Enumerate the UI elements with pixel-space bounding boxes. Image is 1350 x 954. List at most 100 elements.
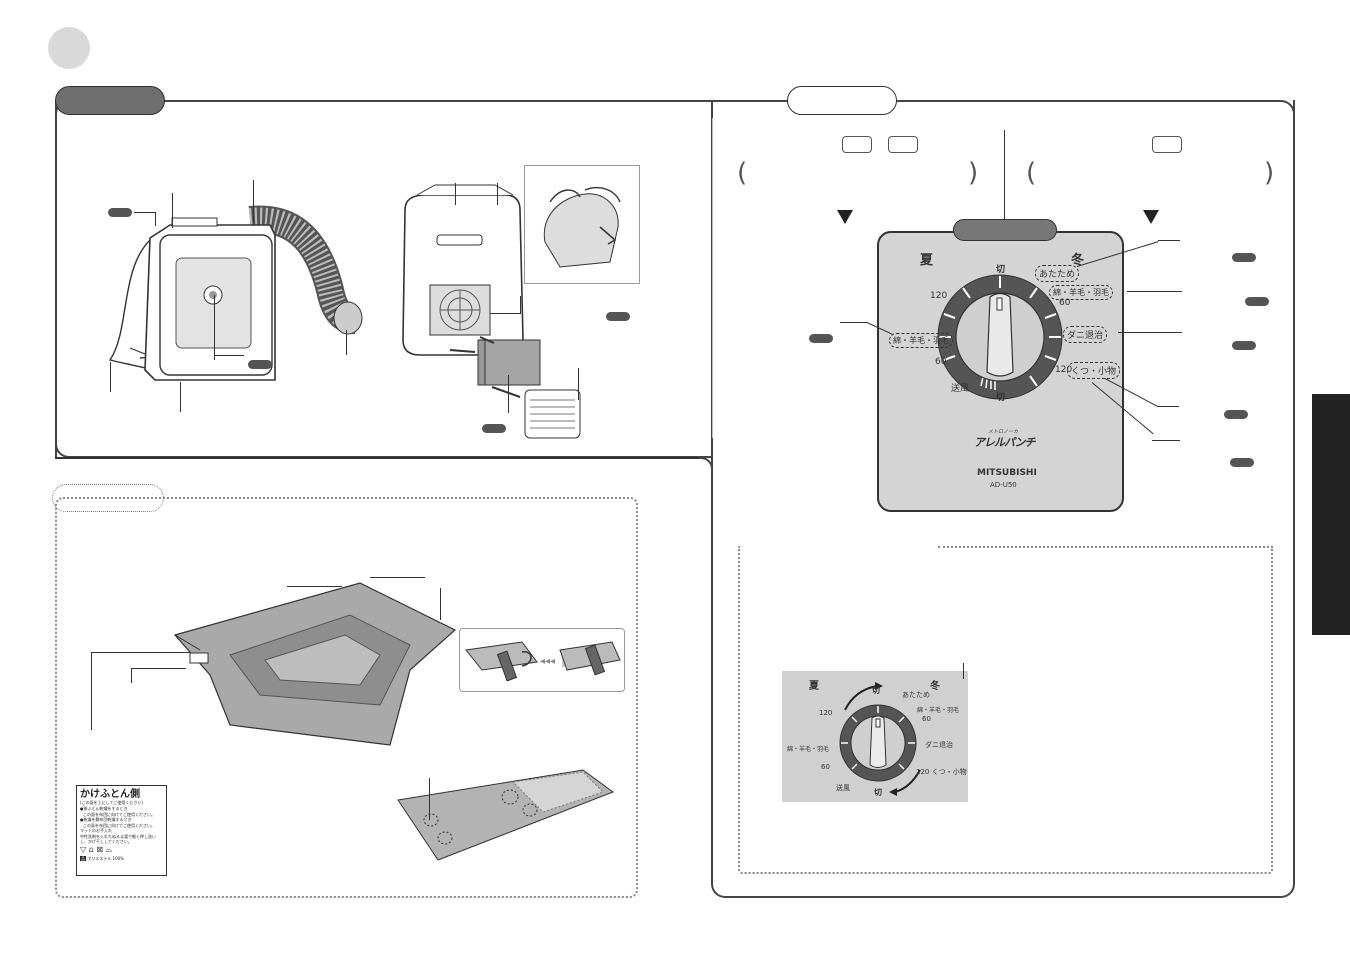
left-bracket-open: ( [737, 158, 748, 188]
timer-dial[interactable] [935, 272, 1065, 402]
care-label-badge: 品 [80, 856, 86, 861]
section-number-circle [48, 27, 90, 69]
leader-small-dial [963, 663, 964, 679]
care-label-title: かけふとん側 [80, 789, 140, 800]
care-label-line1: ●掛ふとん乾燥をするとき [80, 806, 128, 811]
svg-text:◂◂◂: ◂◂◂ [540, 656, 555, 667]
small-winter: 冬 [930, 681, 940, 692]
panel-off-top: 切 [996, 265, 1006, 275]
small-off-top: 切 [872, 686, 880, 695]
mode-fabric-right: 綿・羊毛・羽毛 [1049, 285, 1113, 300]
filter-illustration [479, 336, 581, 439]
leader-shoes-2h [1152, 440, 1180, 441]
leader-shoes-1h [1157, 406, 1179, 407]
care-label: かけふとん側 (この面を上にしてご使用ください) ●掛ふとん乾燥をするとき この… [76, 785, 167, 876]
ref-tag-mite [1232, 341, 1256, 350]
side-index-tab [1312, 394, 1350, 635]
leader-plug [180, 382, 181, 412]
panel-section-frame [711, 100, 1295, 898]
panel-120-right: 120 [1055, 365, 1073, 375]
mat-illustration [173, 582, 457, 746]
panel-brand: MITSUBISHI [977, 468, 1037, 478]
leader-back-filter-h [490, 313, 520, 314]
care-label-line3: ●乾燥を敷布団乾燥するとき [80, 817, 132, 822]
mid-corner [699, 457, 713, 471]
panel-off-bottom: 切 [996, 393, 1006, 403]
care-label-line7: し、かげ干ししてください。 [80, 839, 132, 844]
leader-back-filter [520, 296, 521, 314]
small-timer-dial[interactable] [838, 703, 918, 783]
mat-section-frame [55, 497, 638, 898]
leader-fabric-left [840, 322, 868, 323]
small-warm: あたため [902, 691, 930, 699]
small-off-bottom: 切 [874, 788, 882, 797]
leader-mat-e-v [131, 668, 132, 683]
small-shoes: 120 くつ・小物 [916, 768, 967, 776]
ref-tag-sheet [482, 424, 506, 433]
hook-illustration: ◂◂◂ [465, 641, 621, 682]
leader-back-top2 [497, 183, 498, 205]
right-bracket-open: ( [1026, 158, 1037, 188]
main-unit-illustration [108, 205, 363, 381]
care-label-line2: この面を布団に向けてご使用ください。 [83, 812, 155, 817]
leader-flat-mat [429, 778, 430, 820]
small-fan: 送風 [836, 784, 850, 792]
mode-shoes: くつ・小物 [1067, 362, 1121, 379]
panel-summer-label: 夏 [920, 253, 934, 268]
leader-side-h [134, 212, 156, 213]
down-arrow-left [837, 210, 853, 224]
leader-warm-h [1158, 240, 1180, 241]
right-bracket-close: ) [1264, 158, 1275, 188]
care-label-line4: この面を布団に向けてご使用ください。 [83, 823, 155, 828]
parts-header-pill [55, 86, 165, 115]
panel-60-right: 60 [1059, 298, 1071, 308]
panel-header-pill [787, 86, 897, 115]
ref-tag-fabric [1245, 297, 1269, 306]
ref-tag-filter [606, 312, 630, 321]
down-arrow-right [1143, 210, 1159, 224]
ref-tag-fabric-left [809, 334, 833, 343]
leader-mat-b [370, 577, 425, 578]
leader-top-handle [172, 193, 173, 228]
indicator-box-2 [888, 136, 918, 153]
mode-fabric-left: 綿・羊毛・羽毛 [889, 333, 953, 348]
leader-button-h [214, 355, 244, 356]
leader-cord [110, 362, 111, 392]
care-label-line6: 中性洗剤を入れたぬるま湯で軽く押し洗い [80, 834, 156, 839]
care-label-subtitle: (この面を上にしてご使用ください) [80, 800, 144, 805]
care-label-line5: マットのお手入れ [80, 828, 112, 833]
panel-60-left: 60 [935, 357, 947, 367]
indicator-box-1 [842, 136, 872, 153]
flat-mat-illustration [397, 769, 615, 861]
leader-mat-c [440, 588, 441, 620]
panel-center-leader [1004, 130, 1005, 222]
small-fabric-left: 綿・羊毛・羽毛 [787, 746, 830, 753]
leader-side-v [155, 212, 156, 226]
leader-mat-a [287, 586, 342, 587]
leader-hose [253, 180, 254, 222]
mid-connector-line [55, 457, 701, 459]
small-dial-arrows [844, 682, 921, 796]
note-top-dots [938, 546, 1273, 548]
section-divider [712, 118, 713, 438]
small-60-left: 60 [821, 763, 830, 771]
leader-mat-d-h [91, 652, 191, 653]
leader-mat-e-h [131, 668, 186, 669]
small-summer: 夏 [809, 681, 819, 692]
care-symbols: ▽ ⌂ ⊠ ⌓ [80, 845, 112, 854]
care-label-material: ポリエステル 100% [87, 856, 124, 861]
left-bracket-close: ) [968, 158, 979, 188]
mode-mite: ダニ退治 [1063, 326, 1108, 343]
small-60-right: 60 [922, 715, 931, 723]
indicator-box-3 [1152, 136, 1182, 153]
ref-tag-side [108, 208, 132, 217]
ref-tag-shoes1 [1224, 410, 1248, 419]
leader-mite [1118, 332, 1182, 333]
hands-illustration [543, 186, 621, 268]
control-panel-header [953, 219, 1057, 241]
panel-fan-label: 送風 [951, 384, 970, 394]
leader-nozzle [346, 330, 347, 355]
panel-logo: アレルパンチ [974, 436, 1036, 449]
ref-tag-warm [1232, 253, 1256, 262]
note-section-frame [738, 546, 1273, 874]
